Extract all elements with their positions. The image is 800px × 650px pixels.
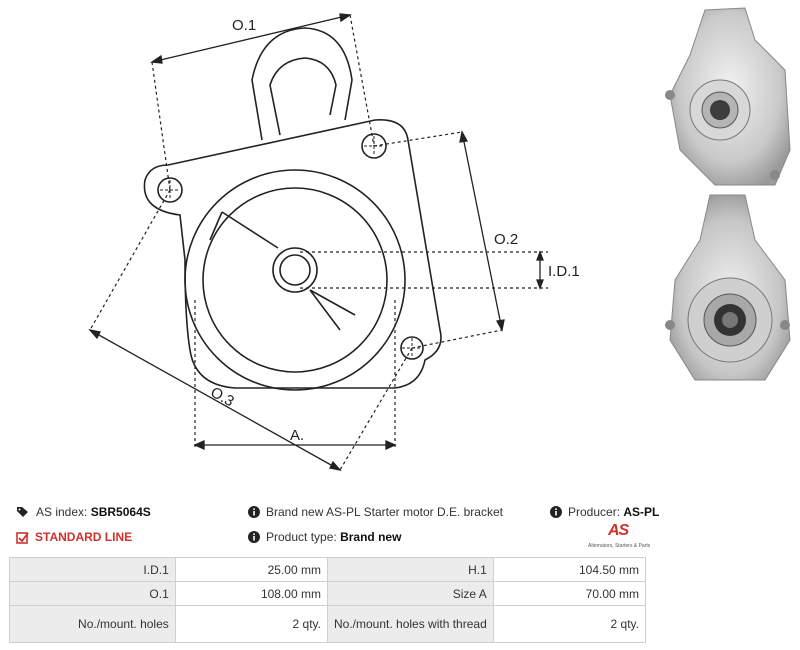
spec-value: 2 qty.	[492, 605, 647, 643]
info-icon	[248, 531, 260, 543]
lifting-loop-inner	[269, 57, 337, 136]
info-icon	[248, 506, 260, 518]
as-pl-logo: AS Alternators, Starters & Parts	[588, 522, 650, 552]
bushing-inner	[279, 254, 311, 286]
standard-line-label: STANDARD LINE	[35, 530, 133, 544]
mount-hole-top	[361, 133, 387, 159]
spec-label: Size A	[326, 581, 494, 606]
product-photo-side	[665, 7, 791, 186]
lifting-loop	[251, 27, 353, 141]
product-photo-front	[665, 194, 791, 381]
producer-value: AS-PL	[623, 505, 660, 519]
checkbox-icon	[16, 531, 29, 544]
info-icon	[550, 506, 562, 518]
standard-line-badge: STANDARD LINE	[16, 530, 132, 544]
product-type-label: Product type:	[266, 530, 337, 544]
mount-hole-bottom	[400, 336, 424, 360]
spec-value: 108.00 mm	[174, 581, 328, 606]
table-row: No./mount. holes 2 qty. No./mount. holes…	[9, 605, 647, 643]
producer: Producer: AS-PL	[550, 505, 659, 519]
dim-label-o2: O.2	[494, 231, 518, 248]
dim-label-o1: O.1	[232, 17, 256, 34]
spec-value: 70.00 mm	[492, 581, 647, 606]
spec-label: No./mount. holes	[9, 605, 176, 643]
dim-label-id1: I.D.1	[548, 263, 580, 280]
logo-mark: AS	[608, 522, 629, 539]
as-index: AS index: SBR5064S	[16, 505, 151, 519]
product-type: Product type: Brand new	[248, 530, 401, 544]
outer-bore	[184, 169, 406, 391]
as-index-value: SBR5064S	[90, 505, 151, 519]
spec-label: No./mount. holes with thread	[326, 605, 494, 643]
spec-label: O.1	[9, 581, 176, 606]
producer-label: Producer:	[568, 505, 621, 519]
as-index-label: AS index:	[36, 505, 88, 519]
spec-label: H.1	[326, 557, 494, 582]
description-text: Brand new AS-PL Starter motor D.E. brack…	[266, 505, 503, 519]
logo-tagline: Alternators, Starters & Parts	[588, 543, 651, 549]
spec-value: 2 qty.	[174, 605, 328, 643]
specs-table: I.D.1 25.00 mm H.1 104.50 mm O.1 108.00 …	[9, 557, 647, 643]
inner-bore	[202, 187, 388, 373]
dim-label-a: A.	[290, 427, 304, 444]
spec-value: 104.50 mm	[492, 557, 647, 582]
bushing-outer	[272, 247, 318, 293]
product-type-value: Brand new	[340, 530, 402, 544]
spec-value: 25.00 mm	[174, 557, 328, 582]
mount-hole-left	[157, 177, 183, 203]
technical-drawing: O.1 O.2 I.D.1 O.3 A.	[88, 13, 580, 472]
product-description: Brand new AS-PL Starter motor D.E. brack…	[248, 505, 503, 519]
spec-label: I.D.1	[9, 557, 176, 582]
table-row: I.D.1 25.00 mm H.1 104.50 mm	[9, 557, 647, 582]
tags-icon	[16, 506, 30, 518]
table-row: O.1 108.00 mm Size A 70.00 mm	[9, 581, 647, 606]
flange-outline	[143, 119, 442, 389]
cutaway-wedge	[209, 211, 356, 331]
